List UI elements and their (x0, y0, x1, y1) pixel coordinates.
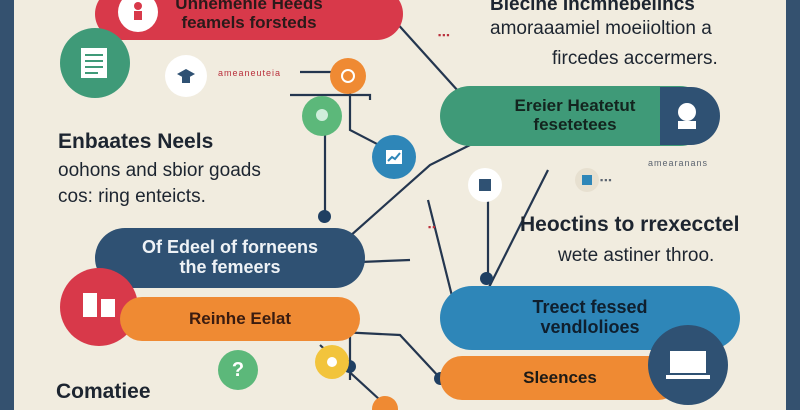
right-border (786, 0, 800, 410)
document-icon (60, 28, 130, 98)
wire-node (318, 210, 331, 223)
bottom-badge-icon (372, 396, 398, 410)
mortarboard-icon (165, 55, 207, 97)
chart-icon (372, 135, 416, 179)
paper-stack-icon (468, 168, 502, 202)
top-right-line2: amoraaamiel moeiioltion a (490, 18, 712, 39)
right-small-label: amearanans (648, 158, 709, 168)
pill-blue-right-line2: vendlolioes (540, 317, 640, 337)
laptop-icon (648, 325, 728, 405)
left-text-block: Enbaates Neels oohons and sbior goads co… (58, 130, 308, 208)
wire-3 (290, 93, 372, 100)
pill-teal-right-line2: fesetetees (533, 115, 617, 134)
mid-small-label: ameaneuteia (218, 68, 282, 78)
pill-orange-bottom-line1: Sleences (523, 367, 597, 387)
person-easel-icon (118, 0, 158, 32)
left-line3: cos: ring enteicts. (58, 186, 206, 207)
pill-teal-right-line1: Ereier Heatetut (514, 96, 636, 116)
wire-8 (359, 258, 411, 264)
pill-orange-bottom: Sleences (440, 356, 680, 400)
left-line1: Enbaates Neels (58, 130, 214, 153)
pill-blue-right-line1: Treect fessed (532, 297, 648, 318)
envelope-icon: ? (218, 350, 258, 390)
pill-top-red-line2: feamels forsteds (181, 13, 317, 32)
right-line1: Heoctins to rrexecctel (520, 213, 740, 236)
question-icon: ▪▪ (428, 222, 437, 232)
bulb-icon (302, 96, 342, 136)
pill-top-red-line1: Unhemenle Heeds (175, 0, 323, 14)
right-line2: wete astiner throo. (558, 245, 715, 266)
clipboard-icon (575, 168, 599, 192)
top-right-line1: Bleclne Incmnebeiincs (490, 0, 695, 15)
top-right-text-block: Bleclne Incmnebeiincs amoraaamiel moeiio… (490, 0, 780, 70)
right-text-block: Heoctins to rrexecctel wete astiner thro… (520, 213, 780, 267)
pill-navy-left-line2: the femeers (179, 257, 281, 277)
pill-navy-left-line1: Of Edeel of forneens (141, 237, 319, 258)
left-border (0, 0, 14, 410)
scroll-icon (330, 58, 366, 94)
sticker-tag: ▪▪▪ (438, 30, 451, 40)
badge-icon (660, 87, 720, 145)
pill-orange-left: Reinhe Eelat (120, 297, 360, 341)
pill-orange-left-line1: Reinhe Eelat (188, 308, 292, 328)
top-right-line3: fircedes accermers. (552, 48, 718, 69)
person-laptop-icon (315, 345, 349, 379)
tablet-icon: ▪▪▪ (600, 175, 613, 185)
pill-navy-left: Of Edeel of forneens the femeers (95, 228, 365, 288)
bottom-left-title: Comatiee (56, 380, 151, 403)
left-line2: oohons and sbior goads (58, 160, 261, 181)
wire-node (480, 272, 493, 285)
wire-5 (339, 144, 471, 246)
